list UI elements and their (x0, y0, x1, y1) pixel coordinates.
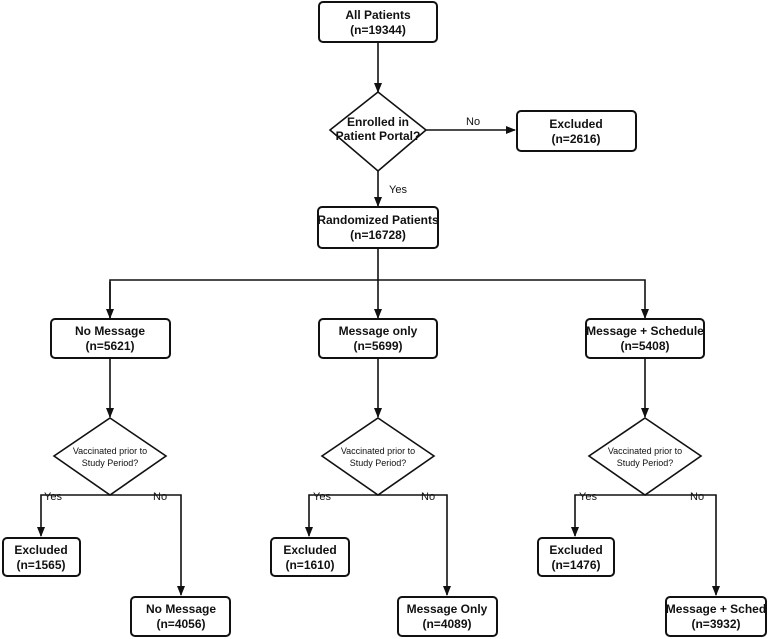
node-no-message: No Message (n=5621) (50, 318, 171, 359)
decision-vaccinated-2: Vaccinated prior to Study Period? (320, 417, 436, 496)
node-excluded-3: Excluded (n=1476) (537, 537, 615, 577)
decision-vaccinated-1-line2: Study Period? (82, 458, 139, 468)
node-all-patients-line2: (n=19344) (350, 23, 406, 37)
node-excluded-top: Excluded (n=2616) (516, 110, 637, 152)
node-final-message-sched: Message + Sched (n=3932) (665, 596, 767, 637)
node-excluded-3-line2: (n=1476) (551, 558, 600, 572)
edge-label-yes-3: Yes (579, 491, 597, 503)
node-message-only-line1: Message only (339, 324, 418, 338)
node-excluded-1-line2: (n=1565) (16, 558, 65, 572)
node-final-message-only: Message Only (n=4089) (397, 596, 498, 637)
decision-vaccinated-3-line2: Study Period? (617, 458, 674, 468)
edge-label-yes-1: Yes (44, 491, 62, 503)
node-all-patients-line1: All Patients (345, 8, 411, 22)
node-randomized-line1: Randomized Patients (317, 213, 439, 227)
node-message-schedule-line1: Message + Schedule (586, 324, 704, 338)
node-excluded-1-line1: Excluded (14, 543, 67, 557)
node-final-message-only-line1: Message Only (407, 602, 488, 616)
node-no-message-line2: (n=5621) (85, 339, 134, 353)
decision-enrolled: Enrolled in Patient Portal? (328, 90, 428, 173)
edge-vacc1-no (110, 494, 185, 596)
edge-label-yes-2: Yes (313, 491, 331, 503)
node-final-message-sched-line1: Message + Sched (666, 602, 766, 616)
node-excluded-1: Excluded (n=1565) (2, 537, 81, 577)
node-excluded-2-line1: Excluded (283, 543, 336, 557)
node-message-schedule-line2: (n=5408) (620, 339, 669, 353)
node-final-no-message: No Message (n=4056) (130, 596, 231, 637)
node-final-message-only-line2: (n=4089) (422, 617, 471, 631)
node-message-schedule: Message + Schedule (n=5408) (585, 318, 705, 359)
node-excluded-2-line2: (n=1610) (285, 558, 334, 572)
edge-vacc3-yes (571, 494, 645, 537)
node-final-no-message-line1: No Message (146, 602, 216, 616)
edge-vacc3-no (645, 494, 720, 596)
decision-enrolled-line2: Patient Portal? (336, 129, 421, 143)
edge-label-no-1: No (153, 491, 167, 503)
edge-label-no-top: No (466, 116, 480, 128)
decision-vaccinated-3: Vaccinated prior to Study Period? (587, 417, 703, 496)
node-randomized: Randomized Patients (n=16728) (317, 206, 439, 249)
decision-vaccinated-3-line1: Vaccinated prior to (608, 446, 682, 456)
edge-vacc2-no (378, 494, 451, 596)
node-randomized-line2: (n=16728) (350, 228, 406, 242)
node-final-message-sched-line2: (n=3932) (691, 617, 740, 631)
node-no-message-line1: No Message (75, 324, 145, 338)
decision-enrolled-line1: Enrolled in (347, 115, 409, 129)
node-excluded-top-line2: (n=2616) (551, 132, 600, 146)
decision-vaccinated-2-line2: Study Period? (350, 458, 407, 468)
connectors (37, 42, 720, 596)
edge-vacc1-yes (37, 494, 110, 537)
edge-label-no-2: No (421, 491, 435, 503)
node-excluded-3-line1: Excluded (549, 543, 602, 557)
node-message-only-line2: (n=5699) (353, 339, 402, 353)
edge-vacc2-yes (305, 494, 378, 537)
node-message-only: Message only (n=5699) (318, 318, 438, 359)
decision-vaccinated-1: Vaccinated prior to Study Period? (52, 417, 168, 496)
edge-label-yes-top: Yes (389, 184, 407, 196)
node-excluded-top-line1: Excluded (549, 117, 602, 131)
decision-vaccinated-1-line1: Vaccinated prior to (73, 446, 147, 456)
edge-label-no-3: No (690, 491, 704, 503)
node-all-patients: All Patients (n=19344) (318, 1, 438, 43)
node-final-no-message-line2: (n=4056) (156, 617, 205, 631)
decision-vaccinated-2-line1: Vaccinated prior to (341, 446, 415, 456)
node-excluded-2: Excluded (n=1610) (270, 537, 350, 577)
